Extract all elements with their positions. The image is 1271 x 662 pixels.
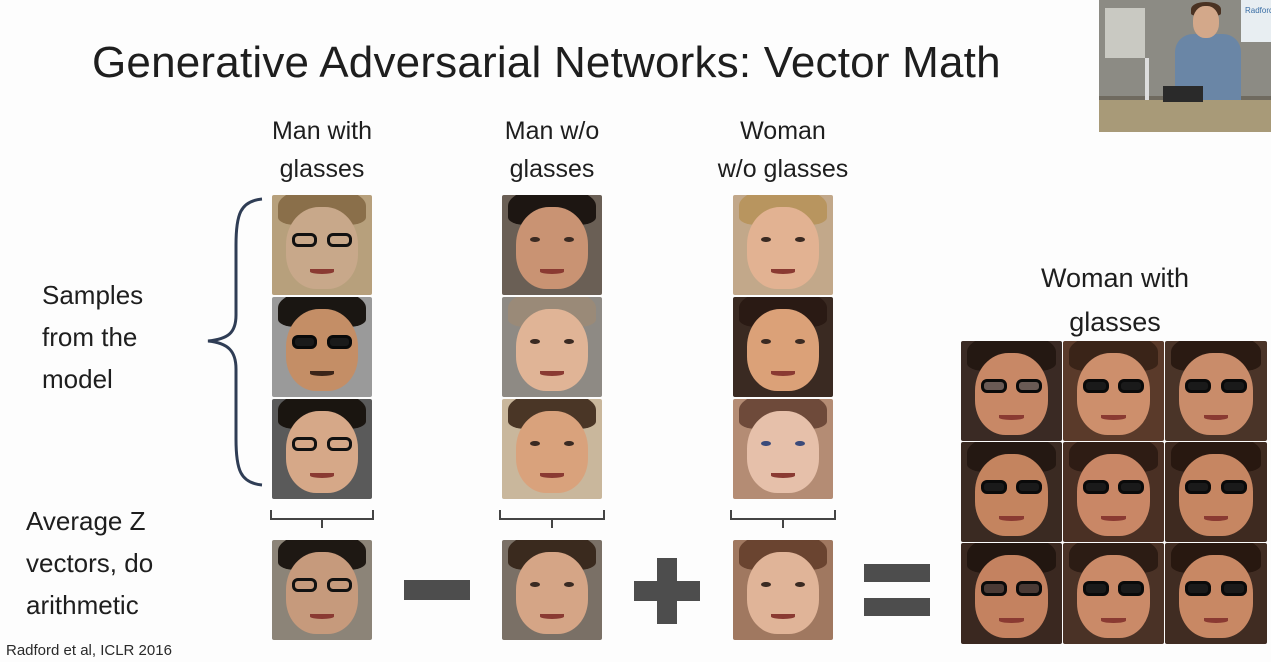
- average-bracket: [730, 510, 836, 528]
- face-man-glasses-2: [272, 297, 372, 397]
- label-line: glasses: [509, 155, 595, 183]
- webcam-laptop: [1163, 86, 1203, 102]
- label-line: model: [42, 364, 113, 394]
- label-line: Man w/o: [504, 117, 600, 145]
- curly-brace-icon: [207, 197, 263, 487]
- face-result: [961, 442, 1062, 542]
- face-man-no-glasses-3: [502, 399, 602, 499]
- face-woman-no-glasses-3: [733, 399, 833, 499]
- average-bracket: [499, 510, 605, 528]
- row-label-average: Average Z vectors, do arithmetic: [26, 500, 153, 626]
- label-line: w/o glasses: [717, 155, 849, 183]
- label-line: vectors, do: [26, 548, 154, 578]
- face-woman-no-glasses-1: [733, 195, 833, 295]
- face-average-man-glasses: [272, 540, 372, 640]
- label-line: Woman with: [1040, 263, 1190, 293]
- face-result: [961, 543, 1062, 644]
- face-result: [1063, 543, 1164, 644]
- label-line: glasses: [279, 155, 365, 183]
- column-label-man-without-glasses: Man w/o glasses: [482, 112, 622, 188]
- equals-operator-icon: [864, 564, 930, 616]
- plus-vertical-bar: [657, 558, 677, 624]
- face-result: [1165, 341, 1267, 441]
- webcam-lamp: [1145, 58, 1149, 102]
- label-line: Average Z: [26, 506, 146, 536]
- webcam-screen: [1241, 0, 1271, 42]
- label-line: Samples: [42, 280, 144, 310]
- equals-bottom-bar: [864, 598, 930, 616]
- face-man-glasses-1: [272, 195, 372, 295]
- row-label-samples: Samples from the model: [42, 274, 143, 400]
- slide-title: Generative Adversarial Networks: Vector …: [92, 38, 1001, 87]
- face-result: [1063, 442, 1164, 542]
- face-result: [1063, 341, 1164, 441]
- face-result: [1165, 543, 1267, 644]
- label-line: from the: [42, 322, 138, 352]
- face-woman-no-glasses-2: [733, 297, 833, 397]
- plus-operator-icon: [634, 558, 700, 624]
- face-result: [1165, 442, 1267, 542]
- average-bracket: [270, 510, 374, 528]
- minus-operator-icon: [404, 580, 470, 600]
- face-average-woman-no-glasses: [733, 540, 833, 640]
- webcam-board: [1105, 8, 1145, 58]
- label-line: arithmetic: [26, 590, 139, 620]
- face-man-no-glasses-1: [502, 195, 602, 295]
- webcam-desk: [1099, 100, 1271, 132]
- label-line: Woman: [740, 117, 826, 145]
- face-man-no-glasses-2: [502, 297, 602, 397]
- column-label-man-with-glasses: Man with glasses: [252, 112, 392, 188]
- label-line: glasses: [1069, 307, 1161, 337]
- webcam-person-head: [1193, 6, 1219, 38]
- citation: Radford et al, ICLR 2016: [6, 642, 172, 659]
- equals-top-bar: [864, 564, 930, 582]
- face-result: [961, 341, 1062, 441]
- webcam-video-inset: Radford: [1099, 0, 1271, 132]
- column-label-woman-without-glasses: Woman w/o glasses: [698, 112, 868, 188]
- column-label-woman-with-glasses: Woman with glasses: [1010, 256, 1220, 344]
- face-average-man-no-glasses: [502, 540, 602, 640]
- label-line: Man with: [271, 117, 373, 145]
- face-man-glasses-3: [272, 399, 372, 499]
- webcam-screen-text: Radford: [1245, 6, 1271, 15]
- result-grid: [961, 341, 1267, 644]
